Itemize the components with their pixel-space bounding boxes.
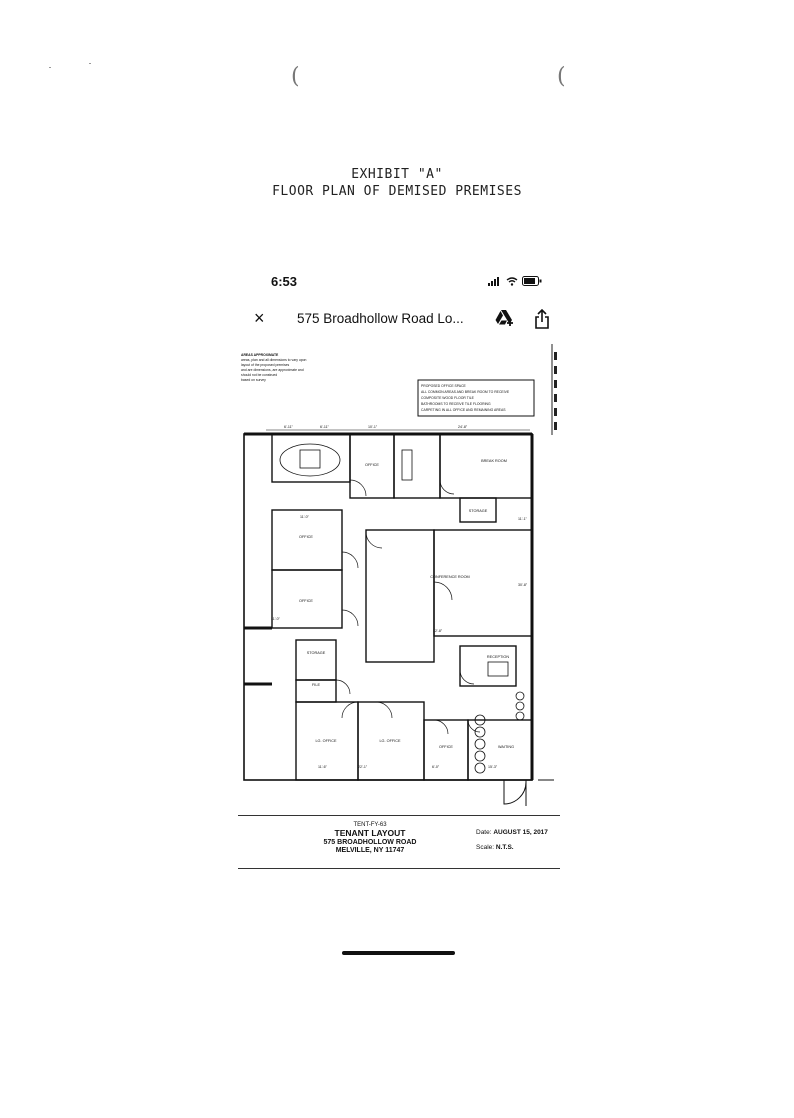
outer-walls xyxy=(243,432,554,806)
dimension-label: 10'-1" xyxy=(368,425,378,429)
status-time: 6:53 xyxy=(271,274,298,289)
scale-value: N.T.S. xyxy=(495,844,514,851)
room-storage-2: STORAGE xyxy=(307,651,326,655)
home-indicator[interactable] xyxy=(342,951,455,955)
dimension-label: 24'-8" xyxy=(458,425,468,429)
scale-label: Scale: xyxy=(476,844,495,851)
viewer-toolbar: × 575 Broadhollow Road Lo... xyxy=(240,306,560,334)
dimension-label: 11'-0" xyxy=(300,515,310,519)
interior-walls xyxy=(271,433,533,781)
wifi-icon xyxy=(506,277,518,286)
close-button[interactable]: × xyxy=(254,308,265,328)
address-line-1: 575 BROADHOLLOW ROAD xyxy=(323,838,417,846)
floor-plan[interactable]: AREAS APPROXIMATE areas, plan and all di… xyxy=(238,340,564,810)
page-edge-strip xyxy=(551,344,557,435)
room-office-3: OFFICE xyxy=(299,599,313,603)
scan-mark-right: ( xyxy=(557,64,566,89)
notes-line: COMPOSITE WOOD FLOOR TILE xyxy=(421,396,475,400)
share-icon[interactable] xyxy=(534,309,550,329)
note-line: areas, plan and all dimensions to vary u… xyxy=(241,358,307,362)
exhibit-subtitle: FLOOR PLAN OF DEMISED PREMISES xyxy=(272,184,522,199)
room-break: BREAK ROOM xyxy=(481,459,507,463)
room-office-1: OFFICE xyxy=(365,463,379,467)
exhibit-title: EXHIBIT "A" xyxy=(351,167,443,182)
dimension-label: 6'-0" xyxy=(432,765,440,769)
room-storage: STORAGE xyxy=(469,509,488,513)
fixtures xyxy=(279,443,525,774)
title-block: TENT-FY-63 TENANT LAYOUT 575 BROADHOLLOW… xyxy=(300,822,440,855)
scan-speck xyxy=(89,63,91,64)
scale-row: Scale: N.T.S. xyxy=(476,844,514,851)
dimension-label: 11'-0" xyxy=(271,617,281,621)
document-title: 575 Broadhollow Road Lo... xyxy=(297,311,464,326)
dimension-lines: 6'-11" 6'-11" 10'-1" 24'-8" 11'-0" 30'-8… xyxy=(266,425,530,769)
note-line: based on survey xyxy=(241,378,266,382)
dimension-label: 12'-8" xyxy=(433,629,443,633)
address-line-2: MELVILLE, NY 11747 xyxy=(335,846,405,854)
room-lg-office-1: LG. OFFICE xyxy=(315,739,337,743)
note-line: should not be construed xyxy=(241,373,277,377)
dimension-label: 11'-6" xyxy=(318,765,328,769)
caption-rule-bottom xyxy=(238,868,560,869)
date-value: AUGUST 15, 2017 xyxy=(493,829,548,836)
scan-speck xyxy=(49,67,51,68)
date-label: Date: xyxy=(476,829,492,836)
notes-line: ALL COMMON AREAS AND BREAK ROOM TO RECEI… xyxy=(421,390,510,394)
notes-line: PROPOSED OFFICE SPACE xyxy=(421,384,467,388)
caption-rule-top xyxy=(238,815,560,816)
room-waiting: WAITING xyxy=(498,745,514,749)
signal-icon xyxy=(488,277,499,286)
dimension-label: 11'-1" xyxy=(518,517,528,521)
room-office-2: OFFICE xyxy=(299,535,313,539)
dimension-label: 30'-8" xyxy=(518,583,528,587)
room-conference: CONFERENCE ROOM xyxy=(430,575,469,579)
door-swings xyxy=(335,479,481,735)
drive-add-icon[interactable] xyxy=(495,309,515,327)
note-line: AREAS APPROXIMATE xyxy=(241,353,279,357)
room-office-4: OFFICE xyxy=(439,745,453,749)
dimension-label: 6'-11" xyxy=(284,425,294,429)
room-lg-office-2: LG. OFFICE xyxy=(379,739,401,743)
room-file: FILE xyxy=(312,683,320,687)
dimension-label: 22'-1" xyxy=(358,765,368,769)
note-line: and are dimensions, are approximate and xyxy=(241,368,304,372)
scan-mark-left: ( xyxy=(291,64,300,89)
battery-icon xyxy=(522,276,542,286)
note-line: layout of the proposed premises xyxy=(241,363,290,367)
layout-title: TENANT LAYOUT xyxy=(334,827,406,838)
dimension-label: 15'-3" xyxy=(488,765,498,769)
room-labels: OFFICE BREAK ROOM STORAGE OFFICE OFFICE … xyxy=(299,459,514,749)
notes-line: BATHROOMS TO RECEIVE TILE FLOORING xyxy=(421,402,491,406)
notes-box: PROPOSED OFFICE SPACE ALL COMMON AREAS A… xyxy=(417,379,535,417)
date-row: Date: AUGUST 15, 2017 xyxy=(476,829,548,836)
exhibit-ref: TENT-FY-63 xyxy=(353,822,387,828)
room-reception: RECEPTION xyxy=(487,655,509,659)
note-top-left: AREAS APPROXIMATE areas, plan and all di… xyxy=(241,353,307,382)
dimension-label: 6'-11" xyxy=(320,425,330,429)
notes-line: CARPETING IN ALL OFFICE AND REMAINING AR… xyxy=(421,408,506,412)
status-icons xyxy=(488,276,542,286)
